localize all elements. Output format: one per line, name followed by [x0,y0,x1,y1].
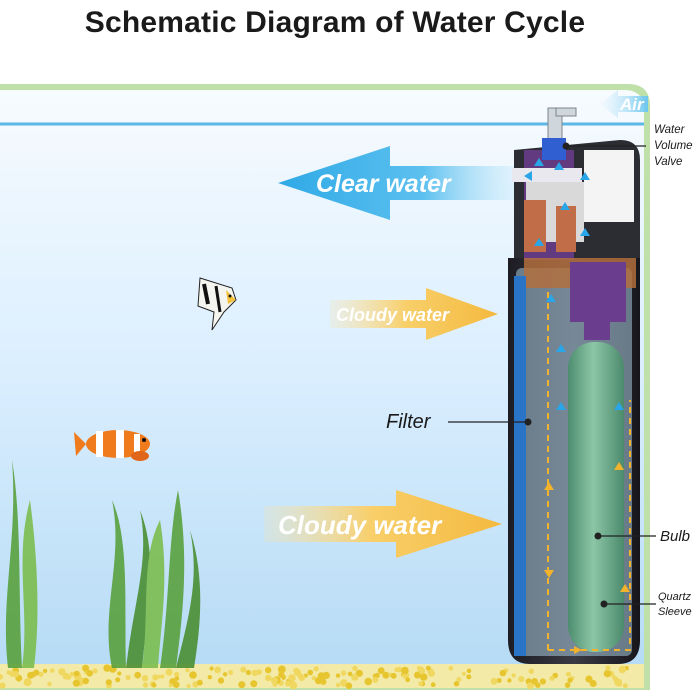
angelfish [197,277,237,331]
callouts [448,142,656,608]
cloudy-water-bottom-label: Cloudy water [278,510,443,540]
cloudy-water-top-label: Cloudy water [336,305,450,325]
cloudy-water-arrow-bottom: Cloudy water [264,490,502,558]
clear-water-label: Clear water [316,170,452,198]
sleeve-label-line2: Sleeve [658,606,692,618]
water-volume-valve [542,138,566,160]
uv-bulb [568,342,624,652]
air-label: Air [619,95,645,114]
valve-label-line1: Water [654,124,686,136]
air-arrow: Air [600,90,648,118]
uv-filter-device [508,107,640,664]
cloudy-water-arrow-top: Cloudy water [330,288,498,340]
clear-water-arrow: Clear water [278,146,520,220]
filter-label: Filter [386,411,432,433]
gravel-bed [0,664,644,690]
valve-label-line3: Valve [654,156,682,168]
bulb-label: Bulb [660,528,690,545]
diagram-title: Schematic Diagram of Water Cycle [84,6,586,39]
valve-label-line2: Volume [654,140,693,152]
filter-channel [514,276,526,656]
clownfish [74,430,150,461]
seaweed-plants [5,460,201,668]
sleeve-label-line1: Quartz [658,591,692,603]
